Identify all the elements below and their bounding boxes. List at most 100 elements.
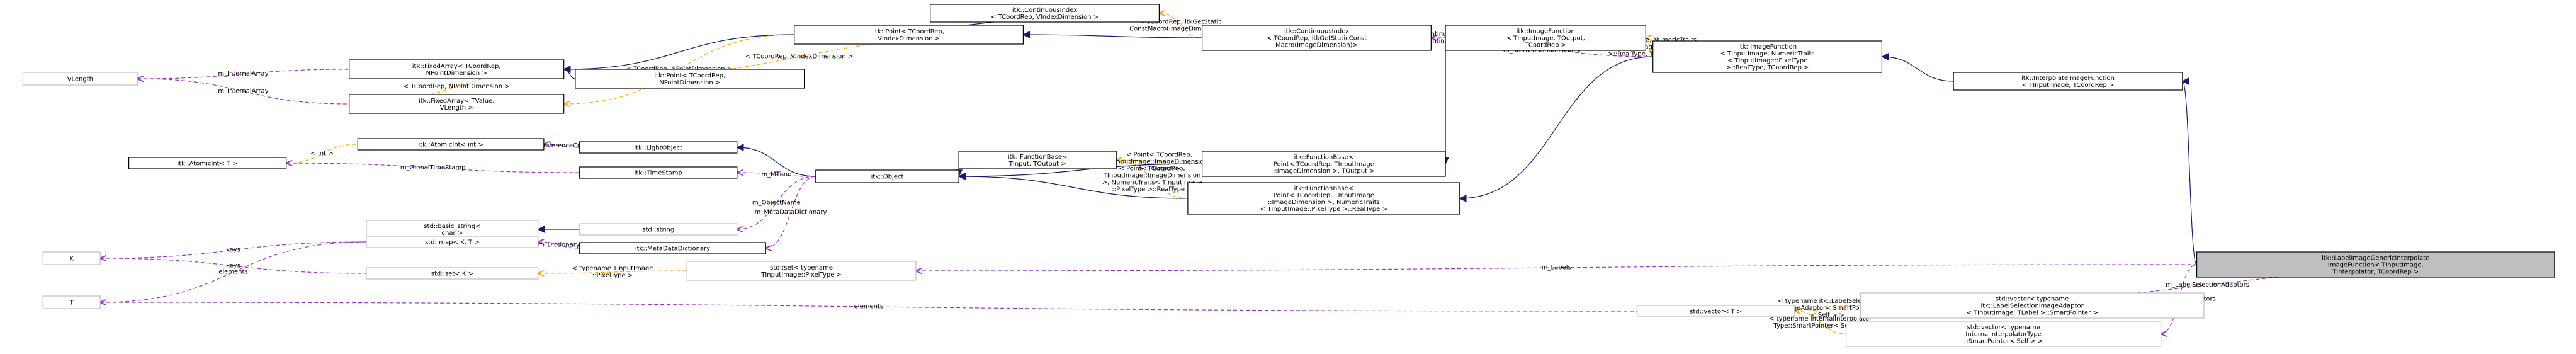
class-node-box — [579, 166, 738, 179]
edge-label-line: m_MTime — [761, 171, 791, 178]
class-node-label: K — [69, 256, 74, 263]
class-node-label: ::ImageDimension >, TOutput > — [1273, 168, 1375, 175]
edge-label-e-t-map: elements — [218, 269, 247, 276]
edge-label-line: < Self > > — [1811, 312, 1844, 319]
class-node-box — [349, 94, 565, 114]
edge-label-line: >, TOutput > — [1138, 166, 1180, 173]
class-node-atomicint-int[interactable]: itk::AtomicInt< int > — [357, 138, 545, 151]
edge-label-line: ::PixelType > — [592, 272, 633, 279]
edge-label-line: < TCoordRep, VIndexDimension > — [745, 54, 853, 60]
class-node-vlength[interactable]: VLength — [22, 72, 138, 86]
class-node-box — [1860, 292, 2205, 319]
edge-label-line: >, NumericTraits< TInputImage — [1102, 180, 1202, 186]
class-node-label: itk::FixedArray< TCoordRep, — [412, 63, 501, 70]
class-node-ci-tc-vid[interactable]: itk::ContinuousIndex< TCoordRep, VIndexD… — [930, 4, 1160, 23]
class-node-box — [930, 4, 1160, 23]
class-node-vector-interp[interactable]: std::vector< typename InternalInterpolat… — [1846, 321, 2162, 347]
class-node-fixedarray-tc[interactable]: itk::FixedArray< TCoordRep, NPointDimens… — [349, 59, 565, 79]
class-node-label: std::map< K, T > — [425, 239, 480, 246]
inherit-arrow — [1022, 31, 1202, 39]
class-node-label: itk::LightObject — [634, 145, 682, 152]
edge-label-e-timestamp-object: m_MTime — [761, 171, 791, 178]
edge-label-e-setk-setpixel: < typename TInputImage::PixelType > — [572, 265, 653, 279]
class-node-lightobject[interactable]: itk::LightObject — [579, 141, 738, 154]
edge-label-line: < Point< TCoordRep, — [1119, 166, 1185, 173]
class-node-imagefunction-base[interactable]: itk::ImageFunction< TInputImage, TOutput… — [1445, 25, 1646, 51]
edge-label-line: < TInputImage, NumericTraits — [1602, 37, 1697, 44]
class-node-set-pixel[interactable]: std::set< typename TInputImage::PixelTyp… — [686, 261, 917, 281]
class-node-functionbase-point-out[interactable]: itk::FunctionBase< Point< TCoordRep, TIn… — [1201, 151, 1446, 177]
inherit-arrow — [2181, 77, 2198, 265]
edge-label-line: m_Dictionary — [538, 242, 580, 249]
edge-label-line: < int > — [310, 151, 333, 157]
class-node-label: itk::Point< TCoordRep, — [873, 28, 944, 35]
class-node-label: < TInputImage::PixelType — [1727, 57, 1808, 64]
class-node-label: TInput, TOutput > — [1008, 161, 1066, 168]
class-node-imagefunction-nt[interactable]: itk::ImageFunction< TInputImage, Numeric… — [1652, 40, 1883, 73]
class-node-atomicint-t[interactable]: itk::AtomicInt< T > — [128, 157, 287, 169]
class-node-label-generic[interactable]: itk::LabelImageGenericInterpolateImageFu… — [2196, 251, 2555, 278]
edge-label-line: m_InternalArray — [218, 71, 268, 77]
edge-label-line: < typename TInputImage — [572, 265, 653, 272]
edge-label-line: m_GlobalTimeStamp — [400, 164, 466, 171]
class-node-ci-static[interactable]: itk::ContinuousIndex< TCoordRep, itkGetS… — [1201, 25, 1432, 51]
class-node-box — [1637, 305, 1795, 317]
edge-label-e-vector-adaptor: < typename itk::LabelSelectionImageAdapt… — [1778, 298, 1877, 319]
edge-label-line: elements — [854, 304, 883, 311]
class-node-label: itk::ImageFunction — [1738, 43, 1797, 50]
class-node-map[interactable]: std::map< K, T > — [366, 236, 539, 248]
class-node-string[interactable]: std::string — [579, 223, 738, 236]
class-node-label: TInterpolator, TCoordRep > — [2332, 269, 2419, 276]
class-node-timestamp[interactable]: itk::TimeStamp — [579, 166, 738, 179]
class-node-functionbase-point-nt[interactable]: itk::FunctionBase< Point< TCoordRep, TIn… — [1187, 182, 1460, 215]
class-node-label: T — [69, 300, 74, 307]
edge-e-object-fbnt — [958, 173, 1188, 199]
class-node-box — [2196, 251, 2555, 278]
class-node-basic-string[interactable]: std::basic_string< char > — [366, 220, 539, 239]
edge-e-atomicint-light — [544, 144, 580, 148]
class-node-point-tc-npd[interactable]: itk::Point< TCoordRep, NPointDimension > — [575, 69, 805, 89]
edge-e-timestamp-object — [737, 173, 816, 177]
class-node-box — [794, 25, 1024, 45]
class-node-vector-adaptor[interactable]: std::vector< typename itk::LabelSelectio… — [1860, 292, 2205, 319]
class-node-box — [42, 295, 101, 309]
inherit-arrow — [736, 144, 816, 177]
edge-label-line: ::PixelType >::RealType > — [1112, 186, 1192, 193]
class-node-label: std::string — [642, 227, 674, 234]
edge-label-e-setpixel-label: m_Labels — [1542, 265, 1571, 271]
class-node-box — [686, 261, 917, 281]
class-node-label: < TInputImage, TOutput, — [1506, 35, 1585, 42]
class-node-label: < TInputImage::PixelType >::RealType > — [1260, 206, 1387, 213]
class-node-label: std::vector< T > — [1690, 309, 1742, 316]
class-node-t[interactable]: T — [42, 295, 101, 309]
class-node-k[interactable]: K — [42, 251, 101, 265]
class-node-point-tc-vid[interactable]: itk::Point< TCoordRep, VIndexDimension > — [794, 25, 1024, 45]
edge-label-e-metadata-object: m_MetaDataDictionary — [755, 209, 827, 216]
class-node-box — [366, 267, 539, 280]
class-node-label: itk::InterpolateImageFunction — [2021, 75, 2115, 82]
inherit-arrow — [563, 66, 575, 79]
class-node-vector-t[interactable]: std::vector< T > — [1637, 305, 1795, 317]
class-node-label: itk::AtomicInt< int > — [418, 142, 483, 149]
edge-e-fbnt-nt — [1459, 56, 1653, 202]
edge-label-line: < TCoordRep, itkGetStatic — [1139, 19, 1222, 26]
class-node-functionbase-tin[interactable]: itk::FunctionBase< TInput, TOutput > — [958, 151, 1117, 169]
usage-arrow — [544, 144, 580, 148]
class-node-label: itk::Object — [871, 174, 904, 181]
class-node-box — [958, 151, 1117, 169]
class-node-set-k[interactable]: std::set< K > — [366, 267, 539, 280]
nodes-layer: VLength itk::FixedArray< TCoordRep, NPoin… — [22, 4, 2555, 347]
class-node-fixedarray-tv[interactable]: itk::FixedArray< TValue, VLength > — [349, 94, 565, 114]
edge-label-e-vlen-fixed: m_InternalArray — [218, 71, 268, 77]
class-node-interpolate[interactable]: itk::InterpolateImageFunction< TInputIma… — [1953, 72, 2183, 91]
edge-label-e-k-set: keys — [226, 263, 240, 270]
edge-label-line: >::RealType, TCoordRep > — [1608, 51, 1691, 58]
edge-label-e-fbtin-fbnt: < Point< TCoordRep, TInputImage::ImageDi… — [1102, 166, 1202, 193]
class-node-metadatadict[interactable]: itk::MetaDataDictionary — [579, 242, 766, 254]
edge-label-e-imgfunc-nt: < TInputImage, NumericTraits< TInputImag… — [1602, 37, 1697, 58]
edge-label-line: keys — [226, 247, 240, 254]
class-node-object[interactable]: itk::Object — [815, 169, 959, 183]
edge-label-line: m_Labels — [1542, 265, 1571, 271]
edge-label-line: < Point< TCoordRep, — [1126, 152, 1192, 159]
